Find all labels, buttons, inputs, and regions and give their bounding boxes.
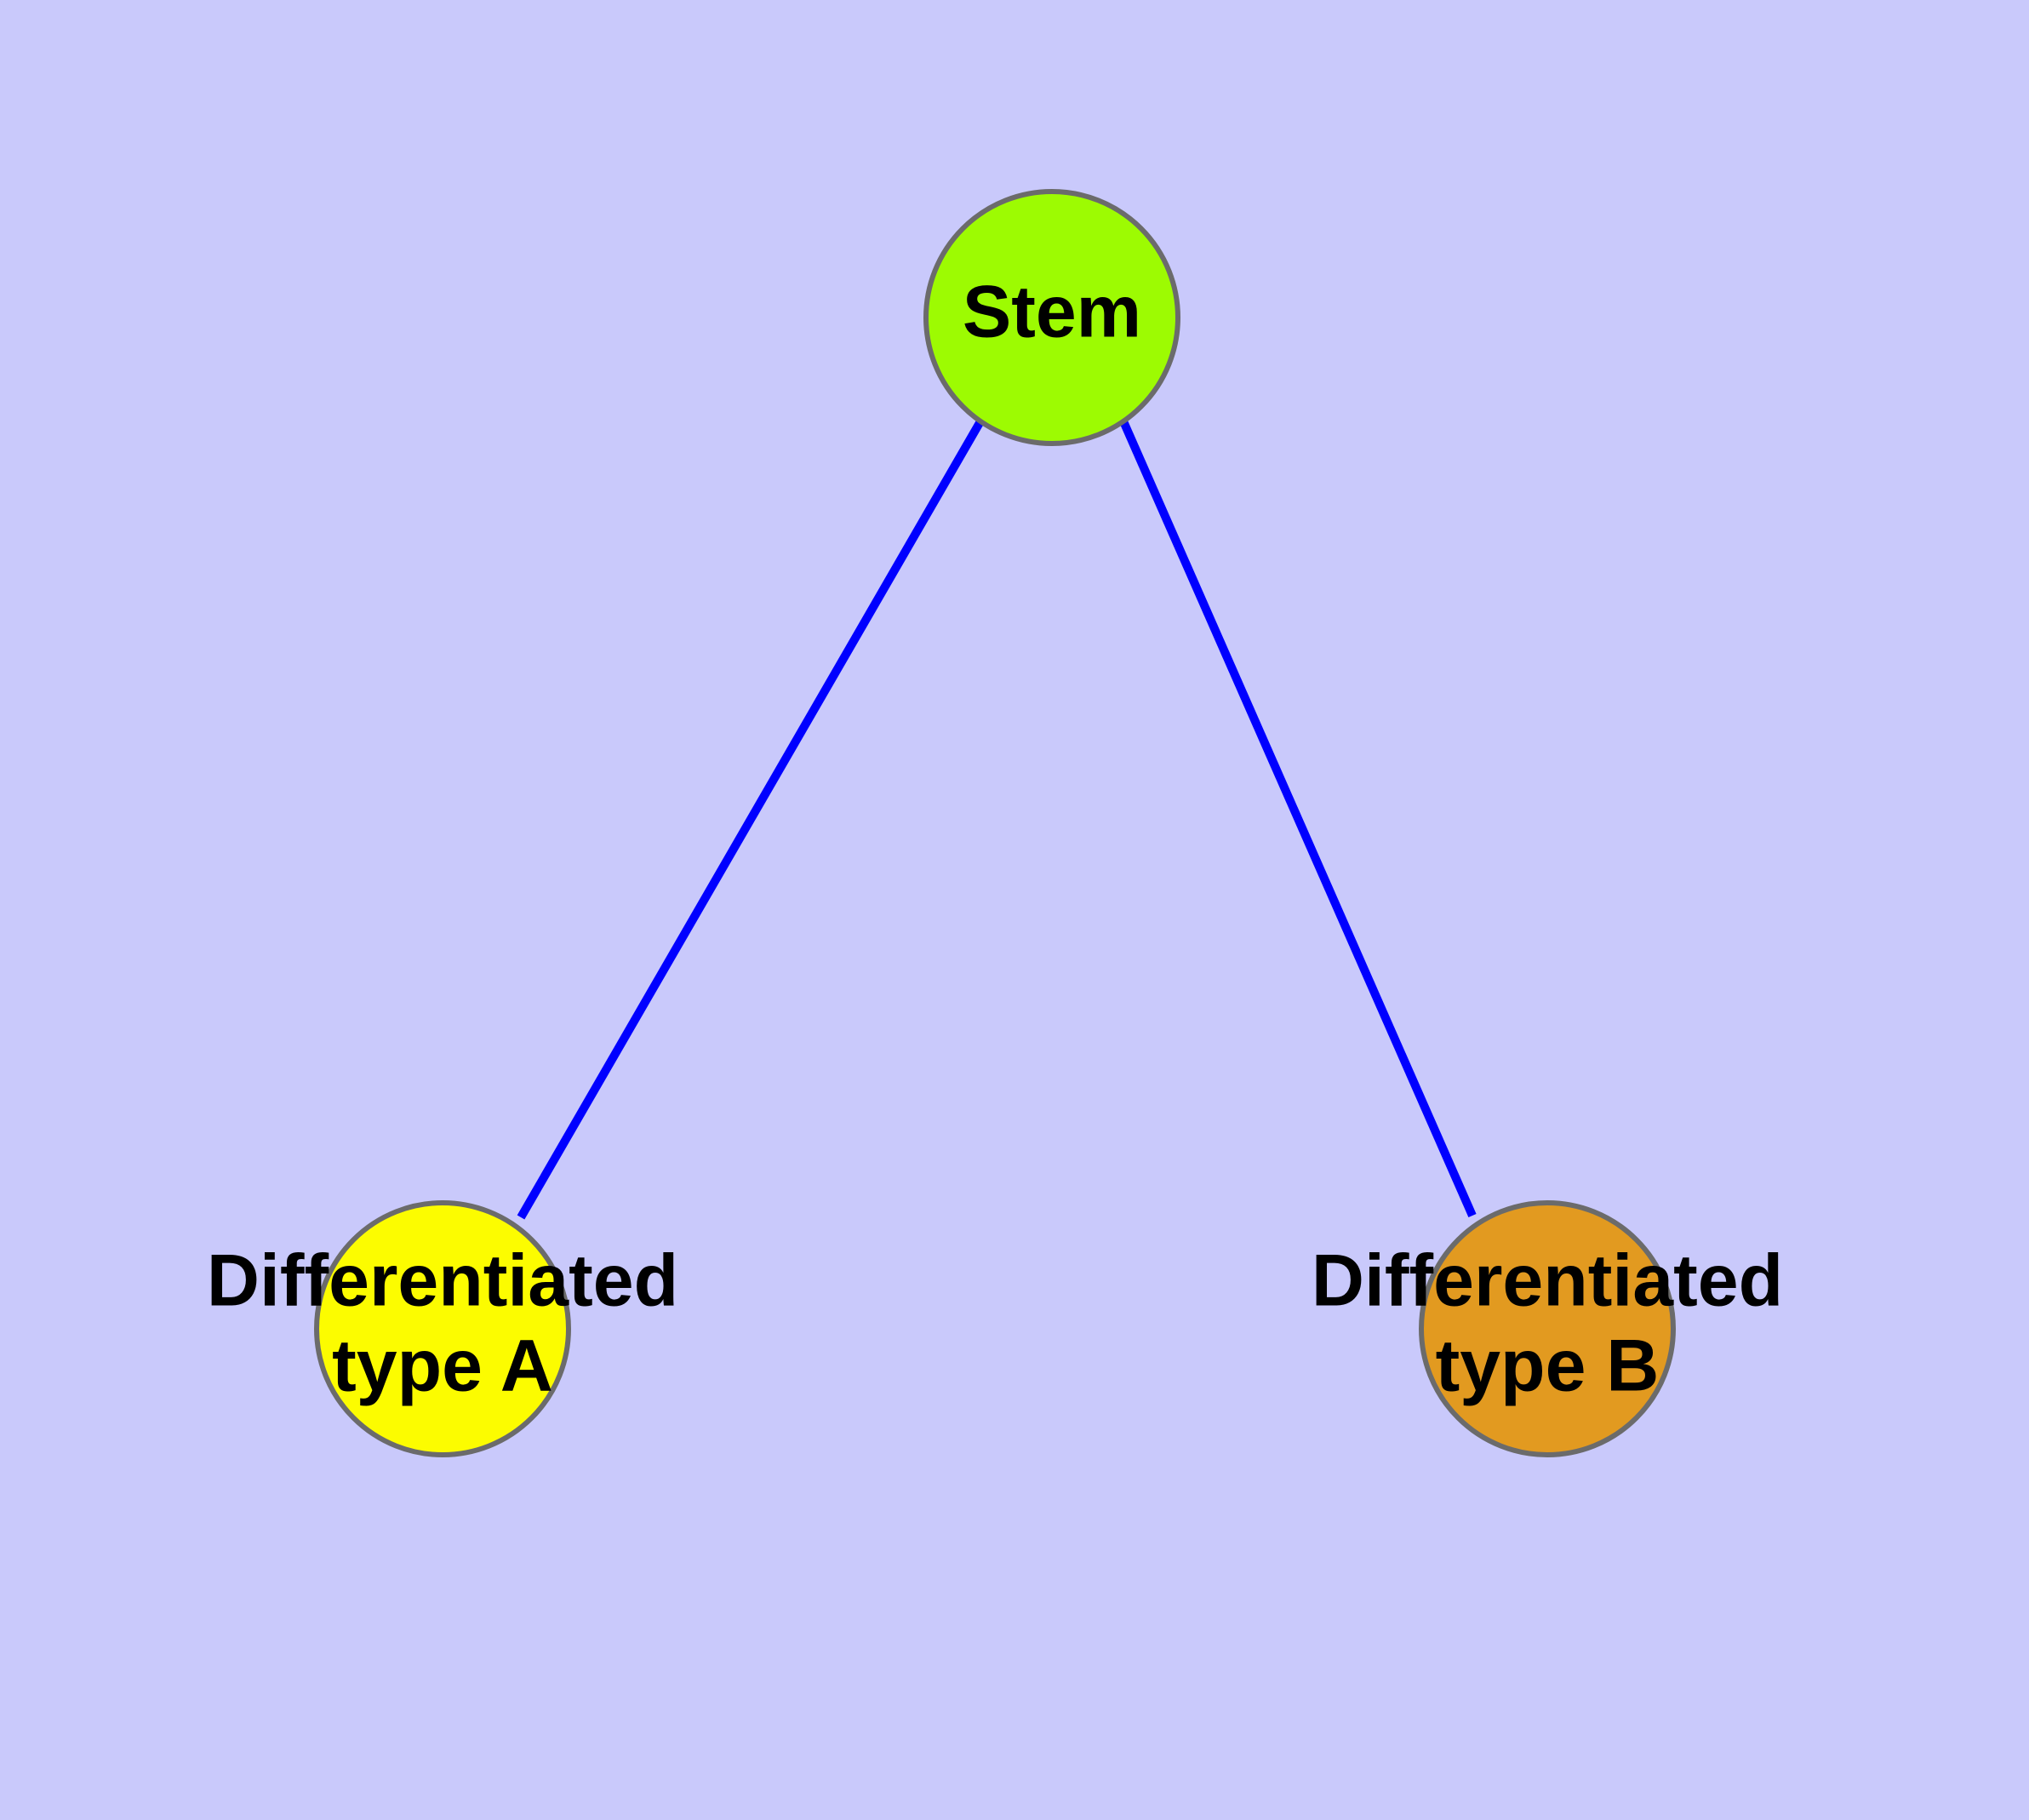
node-circle-differentiated-type-b[interactable] [1419, 1200, 1676, 1457]
edge-stem-to-differentiated-type-a[interactable] [517, 419, 985, 1220]
node-label-differentiated-type-a-line2: type A [332, 1325, 553, 1407]
node-stem[interactable] [923, 189, 1180, 446]
node-differentiated-type-a[interactable] [314, 1200, 571, 1457]
edge-stem-to-differentiated-type-b[interactable] [1119, 419, 1477, 1218]
node-label-differentiated-type-b-line2: type B [1436, 1325, 1660, 1407]
node-differentiated-type-b[interactable] [1419, 1200, 1676, 1457]
node-circle-differentiated-type-a[interactable] [314, 1200, 571, 1457]
node-label-differentiated-type-b-line1: Differentiated [1312, 1240, 1783, 1322]
node-label-differentiated-type-a-line1: Differentiated [207, 1240, 678, 1322]
label-layer: Stem Differentiated type A Differentiate… [207, 272, 1783, 1407]
node-label-stem: Stem [963, 272, 1141, 353]
node-layer [314, 189, 1676, 1457]
edge-layer [517, 419, 1477, 1220]
node-circle-stem[interactable] [923, 189, 1180, 446]
